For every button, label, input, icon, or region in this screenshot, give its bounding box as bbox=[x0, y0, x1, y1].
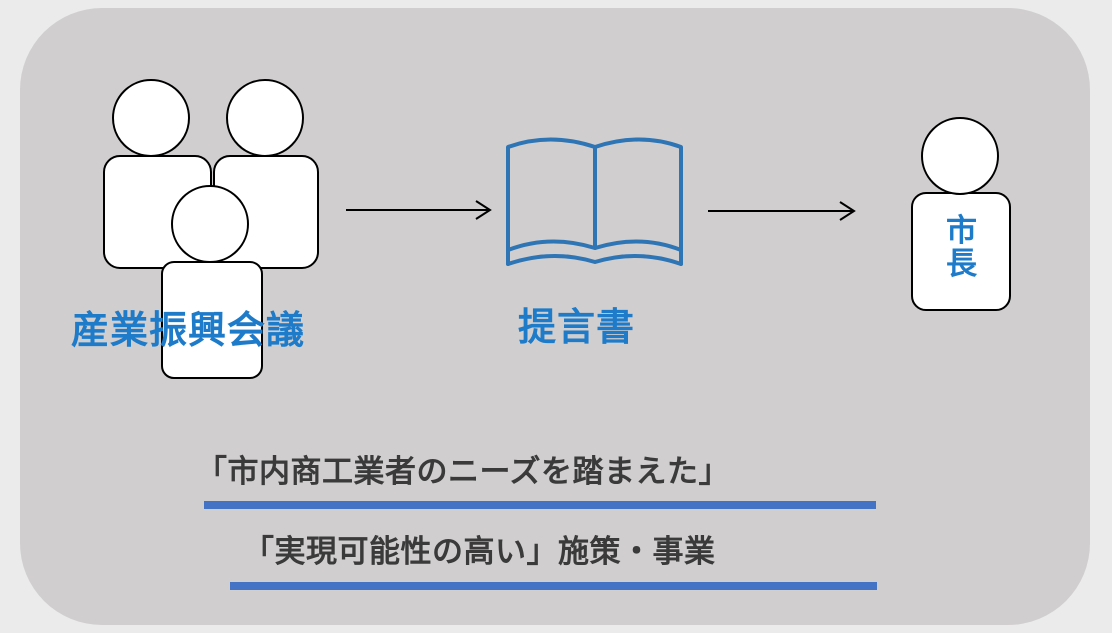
caption-underline-1 bbox=[204, 501, 876, 509]
person-front-head bbox=[171, 185, 249, 263]
person-icon bbox=[911, 117, 1011, 311]
open-book-icon bbox=[506, 137, 683, 266]
council-label: 産業振興会議 bbox=[71, 308, 306, 352]
arrow-right-icon bbox=[708, 201, 856, 221]
arrow-right-icon bbox=[346, 200, 492, 220]
proposal-label: 提言書 bbox=[518, 305, 636, 349]
caption-line-2: 「実現可能性の高い」施策・事業 bbox=[243, 534, 716, 570]
mayor-head bbox=[921, 117, 999, 195]
caption-line-1: 「市内商工業者のニーズを踏まえた」 bbox=[196, 454, 730, 490]
caption-underline-2 bbox=[230, 582, 877, 590]
mayor-label: 市長 bbox=[946, 213, 977, 282]
person-right-head bbox=[226, 79, 304, 157]
person-left-head bbox=[112, 79, 190, 157]
people-group-icon bbox=[103, 79, 319, 379]
